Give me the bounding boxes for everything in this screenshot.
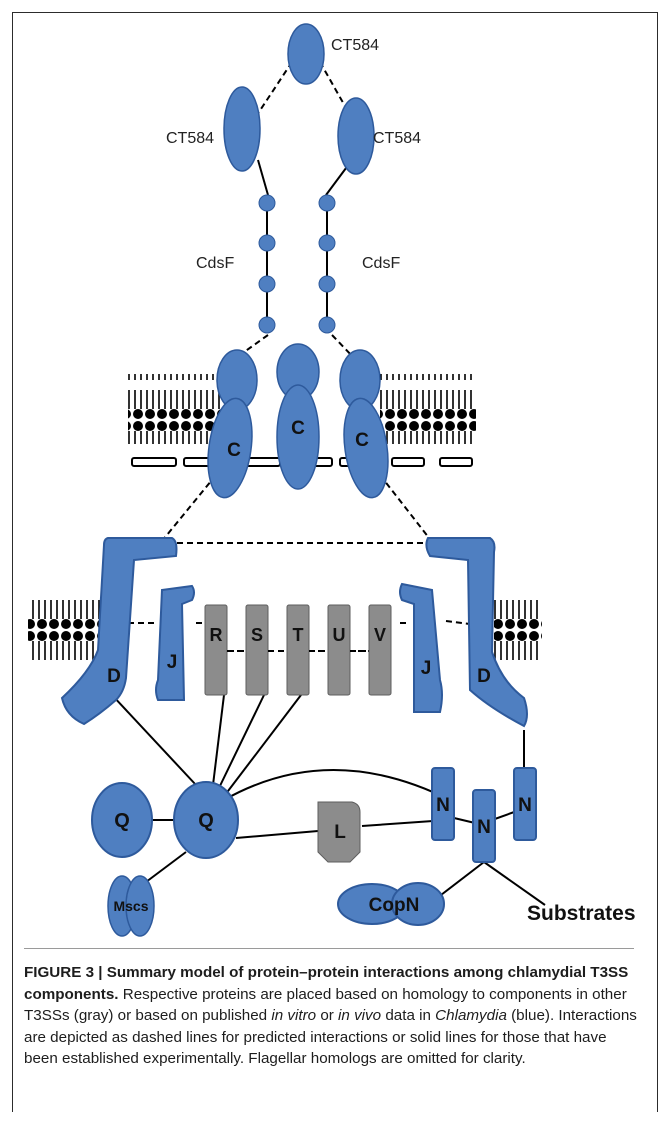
label-ct584-top: CT584 xyxy=(331,37,379,54)
figure-caption: FIGURE 3 | Summary model of protein–prot… xyxy=(24,962,642,1070)
caption-italic: in vivo xyxy=(338,1007,382,1024)
caption-text: (blue). Interactions are depicted as das… xyxy=(24,1007,637,1067)
label-v: V xyxy=(374,625,386,645)
label-c-right: C xyxy=(355,430,369,451)
ring-d-left xyxy=(60,537,178,726)
l-protein xyxy=(317,801,361,863)
t3ss-diagram: CT584 CT584 CT584 CdsF CdsF C C C xyxy=(28,23,636,937)
label-u: U xyxy=(333,625,346,645)
export-t xyxy=(286,604,310,696)
ring-d-right xyxy=(425,537,528,728)
figure-frame xyxy=(12,12,658,1112)
n-protein-center xyxy=(472,789,496,863)
established-interactions xyxy=(111,159,546,906)
label-c-left: C xyxy=(227,440,241,461)
label-substrates: Substrates xyxy=(527,902,636,925)
label-j-right: J xyxy=(421,658,432,679)
caption-title: FIGURE 3 | Summary model of protein–prot… xyxy=(24,964,629,1003)
ring-j-left xyxy=(155,584,195,701)
label-mscs: Mscs xyxy=(113,898,148,914)
caption-divider xyxy=(24,948,634,949)
export-r xyxy=(204,604,228,696)
label-ct584-right: CT584 xyxy=(373,130,421,147)
label-c-center: C xyxy=(291,418,305,439)
label-t: T xyxy=(293,625,304,645)
label-d-left: D xyxy=(107,666,121,687)
secretin-c-right xyxy=(339,349,389,499)
caption-text: Respective proteins are placed based on … xyxy=(24,985,627,1025)
ct584-right xyxy=(337,97,375,175)
label-n-right: N xyxy=(518,795,532,816)
label-ct584-left: CT584 xyxy=(166,130,214,147)
caption-text: data in xyxy=(381,1007,436,1024)
label-q-left: Q xyxy=(114,810,130,832)
caption-italic: Chlamydia xyxy=(435,1007,507,1024)
export-u xyxy=(327,604,351,696)
label-d-right: D xyxy=(477,666,491,687)
secretin-c-left xyxy=(207,349,258,499)
label-cdsf-left: CdsF xyxy=(196,255,234,272)
cdsf-chain-left xyxy=(258,194,276,334)
inner-membrane xyxy=(28,590,542,660)
ring-j-right xyxy=(399,582,443,713)
copn xyxy=(337,882,445,926)
mscs xyxy=(107,875,155,937)
n-protein-left xyxy=(431,767,455,841)
label-s: S xyxy=(251,625,263,645)
label-copn: CopN xyxy=(369,895,420,916)
cdsf-chain-right xyxy=(318,194,336,334)
label-n-center: N xyxy=(477,817,491,838)
ct584-left xyxy=(223,86,261,172)
q-left xyxy=(91,782,153,858)
label-q-center: Q xyxy=(198,810,214,832)
export-v xyxy=(368,604,392,696)
caption-italic: in vitro xyxy=(271,1007,317,1024)
label-n-left: N xyxy=(436,795,450,816)
export-apparatus xyxy=(204,604,392,696)
n-protein-right xyxy=(513,767,537,841)
label-r: R xyxy=(210,625,223,645)
secretin-c-center xyxy=(276,343,320,490)
label-cdsf-right: CdsF xyxy=(362,255,400,272)
label-l: L xyxy=(334,822,346,843)
export-s xyxy=(245,604,269,696)
caption-text: or xyxy=(316,1007,339,1024)
label-j-left: J xyxy=(167,652,178,673)
q-center xyxy=(173,781,239,859)
ct584-top xyxy=(287,23,325,85)
